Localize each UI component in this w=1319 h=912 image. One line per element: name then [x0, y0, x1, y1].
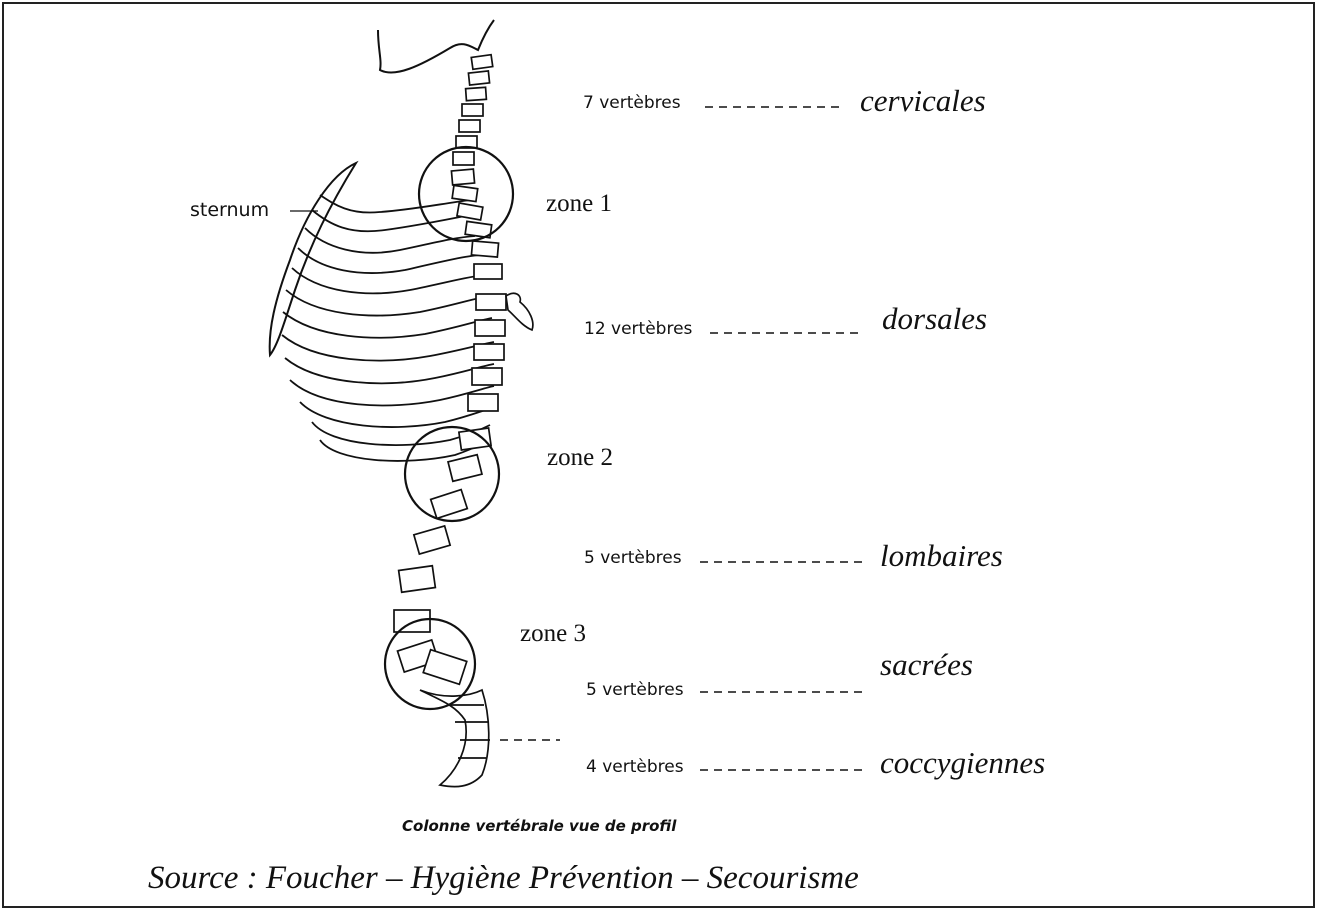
source-line: Source : Foucher – Hygiène Prévention – … — [148, 860, 859, 897]
dorsal-count: 12 vertèbres — [584, 319, 692, 339]
zone-2-label: zone 2 — [547, 444, 613, 472]
zone-1-label: zone 1 — [546, 190, 612, 218]
lumbar-count: 5 vertèbres — [584, 548, 682, 568]
lumbar-name: lombaires — [880, 538, 1003, 574]
sternum-label: sternum — [190, 199, 269, 221]
coccygeal-name: coccygiennes — [880, 745, 1045, 781]
vertebrae — [394, 55, 533, 787]
sacral-count: 5 vertèbres — [586, 680, 684, 700]
zone-3-label: zone 3 — [520, 620, 586, 648]
cervical-count: 7 vertèbres — [583, 93, 681, 113]
ribs — [282, 195, 494, 461]
coccygeal-count: 4 vertèbres — [586, 757, 684, 777]
figure-caption: Colonne vertébrale vue de profil — [402, 817, 676, 835]
sacral-name: sacrées — [880, 647, 973, 683]
dorsal-name: dorsales — [882, 301, 987, 337]
cervical-name: cervicales — [860, 83, 986, 119]
